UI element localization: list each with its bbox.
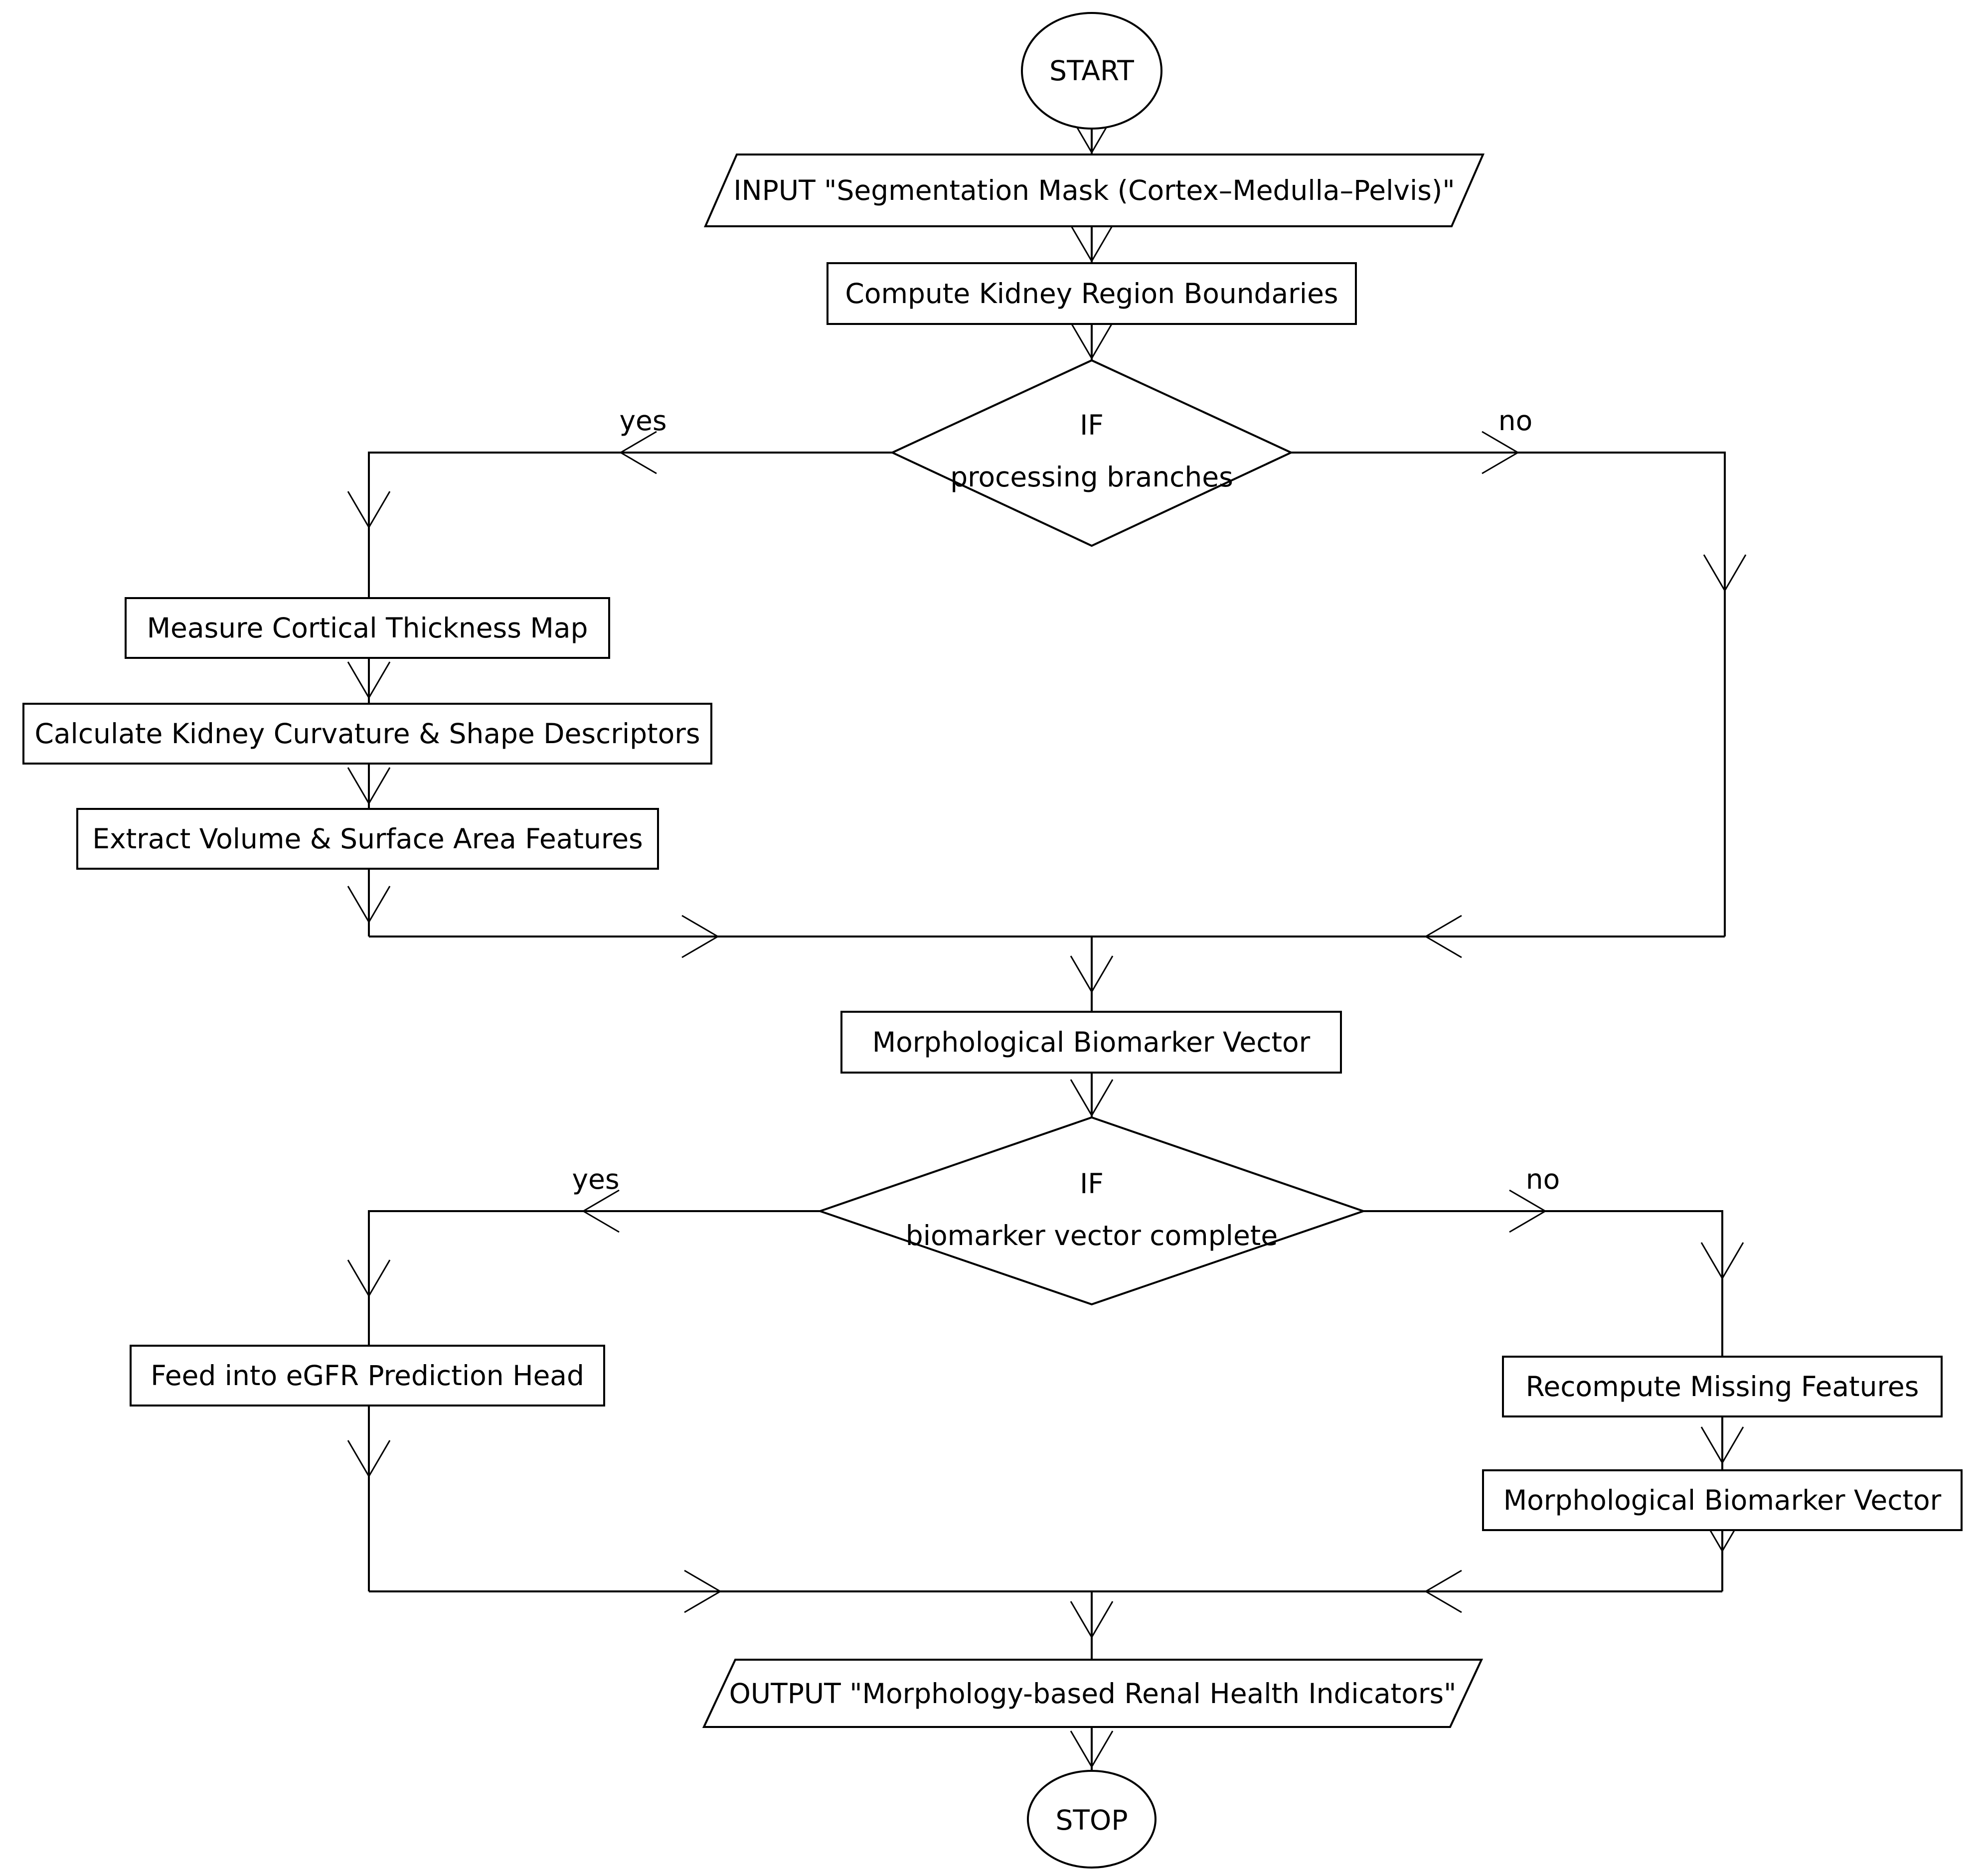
biomarker-process-shape [840, 1011, 1342, 1074]
output-node-label: OUTPUT "Morphology-based Renal Health In… [729, 1677, 1457, 1710]
decision1-condition: processing branches [950, 461, 1233, 493]
recompute-node-label: Recompute Missing Features [1525, 1370, 1919, 1403]
decision1-node-label: IF processing branches [942, 389, 1241, 513]
start-node-label: START [1049, 54, 1134, 87]
arrowhead-down-icon [347, 886, 391, 923]
decision2-yes-label: yes [572, 1163, 620, 1195]
connector-lines [368, 130, 1726, 1772]
biomarker-node-label: Morphological Biomarker Vector [872, 1026, 1311, 1058]
arrowhead-down-icon [347, 661, 391, 698]
biomarker2-process-shape [1482, 1469, 1963, 1531]
arrowhead-left-icon [1425, 1569, 1462, 1613]
decision1-no-label: no [1498, 404, 1533, 437]
stop-terminator-shape [1027, 1770, 1157, 1869]
extract-node-label: Extract Volume & Surface Area Features [92, 822, 643, 855]
decision2-condition: biomarker vector complete [905, 1220, 1278, 1251]
arrowhead-down-icon [1070, 955, 1114, 992]
recompute-process-shape [1502, 1356, 1943, 1417]
arrowhead-down-icon [347, 1259, 391, 1296]
arrowhead-right-icon [1482, 431, 1518, 474]
feed-process-shape [130, 1345, 605, 1407]
arrowhead-right-icon [681, 915, 718, 958]
arrowhead-down-icon [347, 767, 391, 804]
start-terminator-shape [1021, 12, 1162, 130]
arrowhead-left-icon [1425, 915, 1462, 958]
arrowhead-down-icon [1700, 1426, 1744, 1463]
output-parallelogram-shape [702, 1659, 1484, 1728]
compute-node-label: Compute Kidney Region Boundaries [845, 277, 1338, 310]
decision1-keyword: IF [1080, 409, 1104, 441]
decision2-no-label: no [1525, 1163, 1560, 1195]
curvature-process-shape [22, 703, 712, 765]
arrowhead-down-icon [347, 491, 391, 528]
decision2-keyword: IF [1080, 1168, 1104, 1200]
decision1-diamond-shape [890, 359, 1294, 547]
feed-node-label: Feed into eGFR Prediction Head [151, 1359, 584, 1392]
arrowhead-right-icon [684, 1569, 721, 1613]
input-node-label: INPUT "Segmentation Mask (Cortex–Medulla… [733, 174, 1455, 206]
arrowhead-right-icon [1509, 1189, 1546, 1233]
decision2-node-label: IF biomarker vector complete [906, 1147, 1278, 1272]
arrowhead-left-icon [583, 1189, 620, 1233]
decision2-diamond-shape [817, 1116, 1367, 1306]
arrowhead-down-icon [1700, 1242, 1744, 1279]
stop-node-label: STOP [1055, 1804, 1128, 1836]
connector-decision1-yes-branch [368, 452, 892, 598]
biomarker2-node-label: Morphological Biomarker Vector [1503, 1484, 1942, 1516]
connector-decision1-no-branch [1291, 452, 1726, 937]
extract-process-shape [76, 808, 659, 870]
arrowhead-down-icon [1070, 322, 1114, 359]
decision1-yes-label: yes [619, 404, 667, 437]
arrowheads [347, 116, 1747, 1767]
arrowhead-down-icon [1070, 225, 1114, 262]
input-parallelogram-shape [703, 154, 1485, 227]
arrowhead-down-icon [347, 1440, 391, 1477]
arrowhead-down-icon [1070, 1601, 1114, 1638]
arrowhead-left-icon [620, 431, 657, 474]
connector-decision2-no-branch [1363, 1210, 1723, 1357]
node-shapes [22, 12, 1963, 1869]
measure-process-shape [125, 597, 610, 659]
arrowhead-down-icon [1703, 554, 1747, 591]
arrowhead-down-icon [1070, 1079, 1114, 1116]
arrowhead-down-icon [1070, 1730, 1114, 1767]
measure-node-label: Measure Cortical Thickness Map [147, 612, 588, 644]
connector-decision2-yes-branch [368, 1210, 820, 1346]
curvature-node-label: Calculate Kidney Curvature & Shape Descr… [34, 717, 700, 750]
compute-process-shape [827, 262, 1357, 325]
